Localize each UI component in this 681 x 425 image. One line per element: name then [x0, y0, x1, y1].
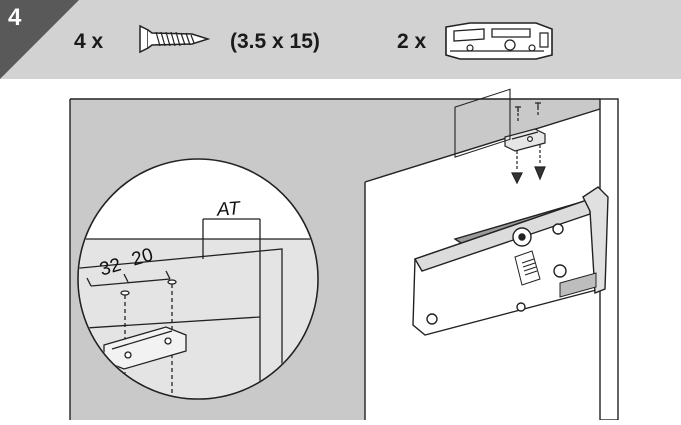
step-number: 4: [8, 4, 22, 31]
clip-count-label: 2 x: [397, 30, 427, 53]
parts-header: 4 4 x (3.5 x 15) 2 x: [0, 0, 681, 79]
clip-on-cabinet-top: [504, 102, 546, 185]
dimension-at-label: AT: [216, 198, 241, 221]
screw-icon: [139, 24, 210, 54]
screw-size-label: (3.5 x 15): [230, 30, 320, 53]
assembly-illustration: [0, 79, 681, 421]
mounting-clip-icon: [445, 22, 553, 60]
detail-magnifier: [77, 158, 319, 400]
cabinet-scene: AT 32 20: [0, 79, 681, 421]
screw-count-label: 4 x: [74, 30, 104, 53]
lift-mechanism: [412, 88, 609, 336]
